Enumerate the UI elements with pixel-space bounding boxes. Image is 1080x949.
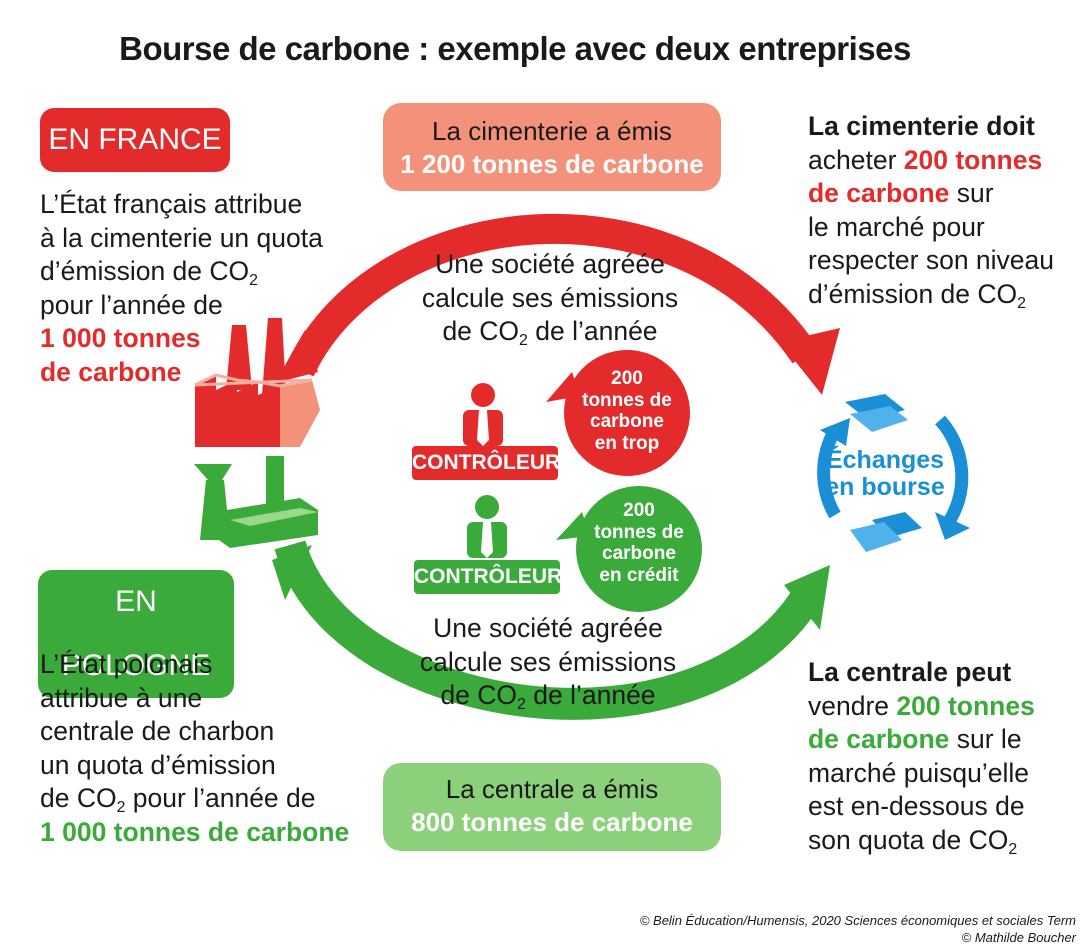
bubble-line: en trop: [594, 432, 660, 454]
right-line: est en-dessous de: [808, 791, 1025, 821]
controller-person-icon: [463, 383, 503, 446]
society-line: de CO2 de l’année: [440, 680, 656, 713]
bubble-excess: 200 tonnes de carbone en trop: [564, 350, 690, 476]
poland-line: attribue à une: [40, 682, 203, 713]
exchange-line: en bourse: [825, 473, 945, 501]
poland-line: L’État polonais: [40, 649, 213, 679]
badge-poland: EN POLOGNE: [38, 570, 234, 698]
emitted-amount: 1 200 tonnes de carbone: [400, 149, 704, 179]
poland-quota: 1 000 tonnes de carbone: [40, 816, 350, 847]
controller-label-red: CONTRÔLEUR: [412, 446, 560, 480]
france-line: à la cimenterie un quota: [40, 222, 323, 253]
france-line: pour l’année de: [40, 289, 223, 320]
right-line: de carbone sur le: [808, 724, 1022, 754]
badge-france: EN FRANCE: [40, 108, 230, 172]
society-line: Une société agréée: [435, 249, 665, 279]
france-text: L’État français attribue à la cimenterie…: [40, 188, 360, 389]
power-plant-icon: [194, 456, 318, 548]
controller-person-icon: [467, 495, 507, 558]
society-line: Une société agréée: [433, 613, 663, 643]
emitted-amount: 800 tonnes de carbone: [411, 807, 693, 837]
right-text-buy: La cimenterie doit acheter 200 tonnes de…: [808, 110, 1070, 311]
emitted-label: La centrale a émis: [445, 774, 659, 804]
right-line: acheter 200 tonnes: [808, 144, 1043, 175]
emitted-label: La cimenterie a émis: [432, 116, 672, 146]
france-line: L’État français attribue: [40, 189, 303, 219]
france-quota: 1 000 tonnes: [40, 323, 201, 353]
exchange-line: Échanges: [825, 446, 945, 474]
bubble-line: carbone: [590, 411, 664, 432]
controller-label-green: CONTRÔLEUR: [414, 560, 562, 594]
red-cycle-arrow: [275, 213, 840, 395]
france-quota: de carbone: [40, 356, 182, 387]
bubble-credit: 200 tonnes de carbone en crédit: [576, 486, 702, 612]
bubble-line: carbone: [602, 543, 676, 564]
right-line: respecter son niveau: [808, 245, 1055, 275]
bubble-line: tonnes de: [582, 389, 672, 411]
right-line: La centrale peut: [808, 657, 1012, 687]
poland-line: un quota d’émission: [40, 749, 276, 780]
page-title: Bourse de carbone : exemple avec deux en…: [119, 30, 911, 67]
right-line: vendre 200 tonnes: [808, 690, 1035, 721]
poland-line: centrale de charbon: [40, 716, 275, 746]
right-line: marché puisqu’elle: [808, 757, 1029, 788]
right-line: La cimenterie doit: [808, 111, 1035, 141]
right-line: le marché pour: [808, 211, 985, 242]
bubble-line: 200: [611, 368, 643, 389]
credits: © Belin Éducation/Humensis, 2020 Science…: [456, 912, 1076, 946]
society-line: calcule ses émissions: [421, 282, 679, 313]
exchange-label: Échanges en bourse: [810, 447, 960, 501]
france-line: d’émission de CO2: [40, 256, 258, 289]
right-line: son quota de CO2: [808, 824, 1018, 858]
emitted-box-plant: La centrale a émis 800 tonnes de carbone: [383, 763, 721, 851]
credit-line: © Belin Éducation/Humensis, 2020 Science…: [639, 913, 1076, 928]
society-line: calcule ses émissions: [419, 646, 677, 677]
poland-text: L’État polonais attribue à une centrale …: [40, 648, 360, 849]
society-line: de CO2 de l’année: [442, 316, 658, 349]
credit-line: © Mathilde Boucher: [961, 930, 1076, 945]
society-text-top: Une société agréée calcule ses émissions…: [390, 248, 710, 349]
right-text-sell: La centrale peut vendre 200 tonnes de ca…: [808, 656, 1070, 857]
right-line: d’émission de CO2: [808, 278, 1026, 312]
society-text-bottom: Une société agréée calcule ses émissions…: [388, 612, 708, 713]
right-line: de carbone sur: [808, 178, 994, 208]
green-cycle-arrow: [272, 540, 830, 720]
banknotes-icon: [845, 394, 922, 552]
poland-line: de CO2 pour l’année de: [40, 783, 316, 816]
bubble-line: en crédit: [599, 564, 679, 586]
bubble-line: 200: [623, 500, 655, 521]
bubble-line: tonnes de: [594, 521, 684, 543]
emitted-box-cement: La cimenterie a émis 1 200 tonnes de car…: [383, 103, 721, 191]
factory-icon: [194, 318, 320, 447]
cycle-arrows-icon: [817, 415, 970, 540]
